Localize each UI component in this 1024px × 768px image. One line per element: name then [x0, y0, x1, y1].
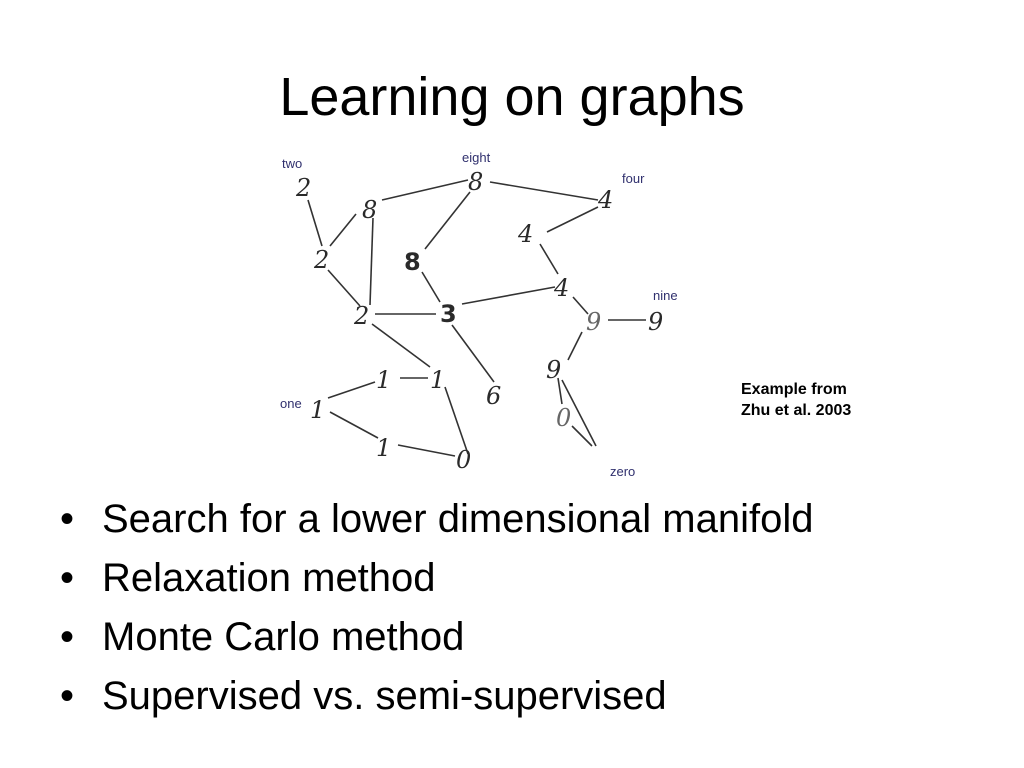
graph-node: 4: [553, 274, 569, 302]
graph-node: 2: [353, 302, 369, 330]
graph-node: 1: [430, 366, 445, 394]
edge: [369, 217, 374, 306]
edge: [307, 199, 323, 247]
caption-line: Example from: [741, 381, 847, 398]
class-label: four: [622, 171, 645, 186]
graph-node: 0: [456, 446, 471, 474]
edge: [561, 379, 597, 447]
edge: [557, 377, 563, 405]
edge: [371, 323, 431, 368]
bullet-glyph: •: [60, 556, 75, 600]
edge: [327, 381, 376, 399]
graph-node: 4: [597, 186, 613, 214]
class-label: eight: [462, 150, 491, 165]
edge: [444, 386, 469, 455]
bullet-text: Monte Carlo method: [102, 615, 465, 659]
graph-node: 2: [295, 174, 311, 202]
graph-node: 3: [440, 300, 457, 328]
bullet-text: Search for a lower dimensional manifold: [102, 497, 814, 541]
edge: [329, 411, 379, 439]
graph-figure: two eight four nine one zero 2 8 8 4 4 2…: [270, 142, 720, 486]
bullet-text: Relaxation method: [102, 556, 436, 600]
edge: [539, 243, 559, 275]
bullet-text: Supervised vs. semi-supervised: [102, 674, 667, 718]
edge: [381, 179, 469, 201]
edge: [327, 269, 361, 307]
edge: [546, 206, 599, 233]
graph-node: 0: [556, 404, 571, 432]
edge: [451, 324, 495, 383]
caption-line: Zhu et al. 2003: [741, 402, 852, 419]
slide-title: Learning on graphs: [279, 67, 745, 127]
edge: [571, 425, 593, 447]
bullet-item: • Relaxation method: [60, 549, 813, 608]
edge: [461, 286, 556, 305]
bullet-glyph: •: [60, 615, 75, 659]
graph-node: 8: [404, 248, 421, 276]
graph-node: 9: [648, 308, 663, 336]
graph-node: 1: [376, 434, 391, 462]
graph-node: 2: [313, 246, 329, 274]
bullet-item: • Monte Carlo method: [60, 608, 813, 667]
graph-node: 6: [486, 382, 501, 410]
bullet-item: • Search for a lower dimensional manifol…: [60, 490, 813, 549]
graph-diagram: two eight four nine one zero 2 8 8 4 4 2…: [280, 150, 678, 479]
edge: [572, 296, 589, 315]
bullet-list: • Search for a lower dimensional manifol…: [60, 490, 813, 726]
bullet-glyph: •: [60, 674, 75, 718]
graph-node: 8: [362, 196, 377, 224]
bullet-glyph: •: [60, 497, 75, 541]
class-label: zero: [610, 464, 635, 479]
figure-caption: Example from Zhu et al. 2003: [741, 379, 851, 421]
class-label: two: [282, 156, 302, 171]
edge: [424, 191, 471, 250]
edge: [421, 271, 441, 303]
edge: [397, 444, 456, 457]
bullet-item: • Supervised vs. semi-supervised: [60, 667, 813, 726]
edge: [489, 181, 599, 201]
graph-node: 4: [517, 220, 533, 248]
class-label: one: [280, 396, 302, 411]
graph-node: 9: [546, 356, 561, 384]
graph-node: 1: [310, 396, 325, 424]
edge: [329, 213, 357, 247]
edge: [567, 331, 583, 361]
graph-node: 9: [586, 308, 601, 336]
class-label: nine: [653, 288, 678, 303]
graph-edges: [307, 179, 646, 457]
graph-node: 8: [468, 168, 483, 196]
graph-node: 1: [376, 366, 391, 394]
